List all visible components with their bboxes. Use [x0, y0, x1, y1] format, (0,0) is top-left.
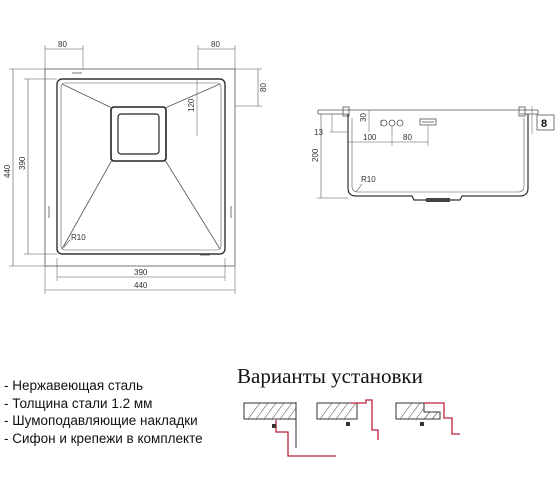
sink-outer-rim: [44, 68, 236, 267]
side-view: [317, 106, 555, 202]
sink-inner-bowl: [56, 78, 226, 255]
dim-top-right-80: 80: [211, 40, 220, 49]
dim-drain-100: 100: [363, 133, 377, 142]
dim-top-left-80: 80: [58, 40, 67, 49]
dim-gap-30: 30: [359, 113, 368, 122]
dim-left-440: 440: [3, 164, 12, 178]
sink-bowl-profile: [347, 114, 529, 201]
install-variants-title: Варианты установки: [237, 364, 423, 388]
dim-rim-13: 13: [314, 128, 323, 137]
dim-bottom-440: 440: [134, 281, 148, 290]
spec-item: - Сифон и крепежи в комплекте: [4, 430, 203, 446]
dim-inner-120: 120: [187, 98, 196, 112]
detail-label: 8: [541, 118, 547, 130]
specs-list: - Нержавеющая сталь - Толщина стали 1.2 …: [4, 377, 203, 447]
install-variant-3: [395, 402, 460, 435]
side-corner-radius-label: R10: [361, 175, 376, 184]
dim-right-80: 80: [259, 83, 268, 92]
dim-left-390: 390: [18, 156, 27, 170]
dim-drain-80: 80: [403, 133, 412, 142]
dim-bottom-390: 390: [134, 268, 148, 277]
spec-item: - Нержавеющая сталь: [4, 378, 144, 393]
dim-depth-200: 200: [311, 148, 320, 162]
drain-square: [110, 106, 167, 162]
install-variant-1: [243, 402, 336, 457]
top-view: [9, 45, 262, 294]
install-variant-2: [316, 399, 379, 440]
corner-radius-label: R10: [71, 233, 86, 242]
spec-item: - Толщина стали 1.2 мм: [4, 395, 153, 411]
spec-item: - Шумоподавляющие накладки: [4, 413, 198, 428]
